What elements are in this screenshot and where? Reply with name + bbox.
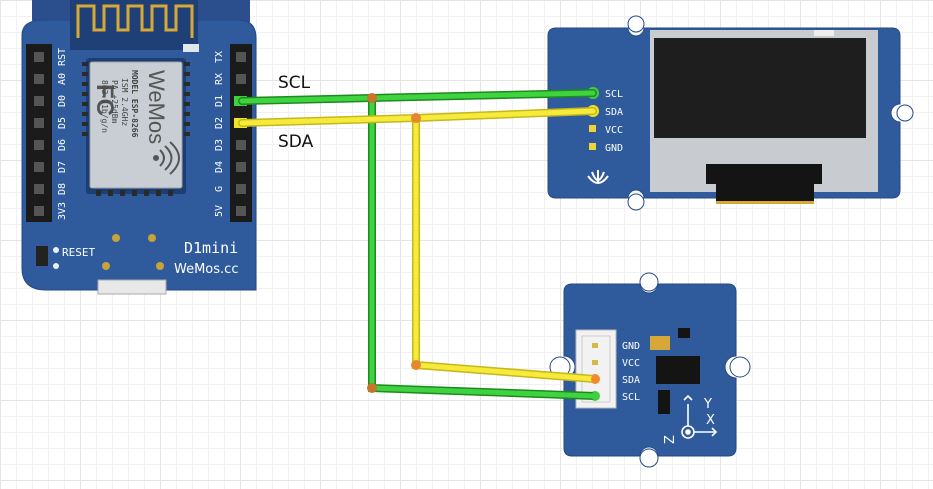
oled-display-module: SCL SDA VCC GND	[547, 15, 914, 211]
axis-orientation-icon	[681, 394, 718, 439]
junction-scl-bottom	[367, 383, 377, 393]
left-pin-label: D8	[57, 183, 68, 195]
right-pin-label: G	[214, 186, 225, 192]
oled-pin-label: VCC	[605, 125, 623, 136]
right-pin-label: D2	[214, 117, 225, 129]
sensor-pin-label: VCC	[622, 358, 640, 369]
seeed-logo-icon	[587, 170, 609, 184]
wire-label-sda: SDA	[278, 132, 314, 152]
left-pin-label: D6	[57, 139, 68, 151]
wifi-icon	[153, 141, 180, 175]
axis-label-z: Z	[663, 435, 678, 444]
d1mini-right-header	[230, 44, 252, 222]
reset-label: RESET	[62, 246, 95, 259]
oled-pin-label: SDA	[605, 107, 623, 118]
oled-pin-labels: SCL SDA VCC GND	[605, 89, 623, 154]
right-pin-label: D1	[214, 95, 225, 107]
board-name: D1mini	[184, 239, 238, 257]
wire-label-scl: SCL	[278, 73, 311, 93]
axis-label-x: X	[706, 413, 715, 428]
sensor-pin-label: GND	[622, 341, 640, 352]
module-wifi-text: 802.11b/g/n	[100, 80, 109, 133]
right-pin-label: D3	[214, 139, 225, 151]
wires	[238, 89, 599, 400]
sensor-pin-label: SDA	[622, 375, 640, 386]
sensor-pin-label: SCL	[622, 392, 640, 403]
board-brand: WeMos.cc	[174, 262, 238, 277]
usb-connector	[97, 279, 167, 295]
left-pin-label: D5	[57, 117, 68, 129]
left-pin-label: A0	[57, 73, 68, 85]
right-pin-label: D4	[214, 161, 225, 173]
d1mini-board: FC WeMos MODEL ESP-8266 ISM 2.4GHz PA +2…	[21, 0, 257, 295]
reset-button[interactable]	[36, 246, 48, 266]
oled-pin-label: SCL	[605, 89, 623, 100]
module-ism-text: ISM 2.4GHz	[120, 78, 129, 126]
junction-sda-top	[411, 113, 421, 123]
right-pin-label: RX	[214, 73, 225, 85]
module-pa-text: PA +25dBm	[110, 80, 119, 124]
axis-label-y: Y	[703, 397, 712, 412]
junction-sda-bottom	[411, 360, 421, 370]
right-pin-label: 5V	[214, 205, 225, 217]
left-pin-label: D7	[57, 161, 68, 173]
left-pin-label: D0	[57, 95, 68, 107]
sensor-chip	[656, 356, 700, 384]
sensor-pin-labels: GND VCC SDA SCL	[622, 341, 640, 403]
wemos-module-logo: WeMos	[144, 70, 169, 144]
fcc-mark: FC	[91, 84, 118, 116]
sensor-module: GND VCC SDA SCL Y X Z	[549, 272, 751, 468]
left-pin-label: RST	[57, 48, 68, 66]
module-model-text: MODEL ESP-8266	[130, 70, 139, 138]
oled-pin-label: GND	[605, 143, 623, 154]
oled-screen	[654, 38, 866, 138]
right-pin-label: TX	[214, 51, 225, 63]
left-pin-label: 3V3	[57, 202, 68, 220]
d1mini-left-header	[26, 44, 52, 222]
junction-scl-top	[367, 93, 377, 103]
